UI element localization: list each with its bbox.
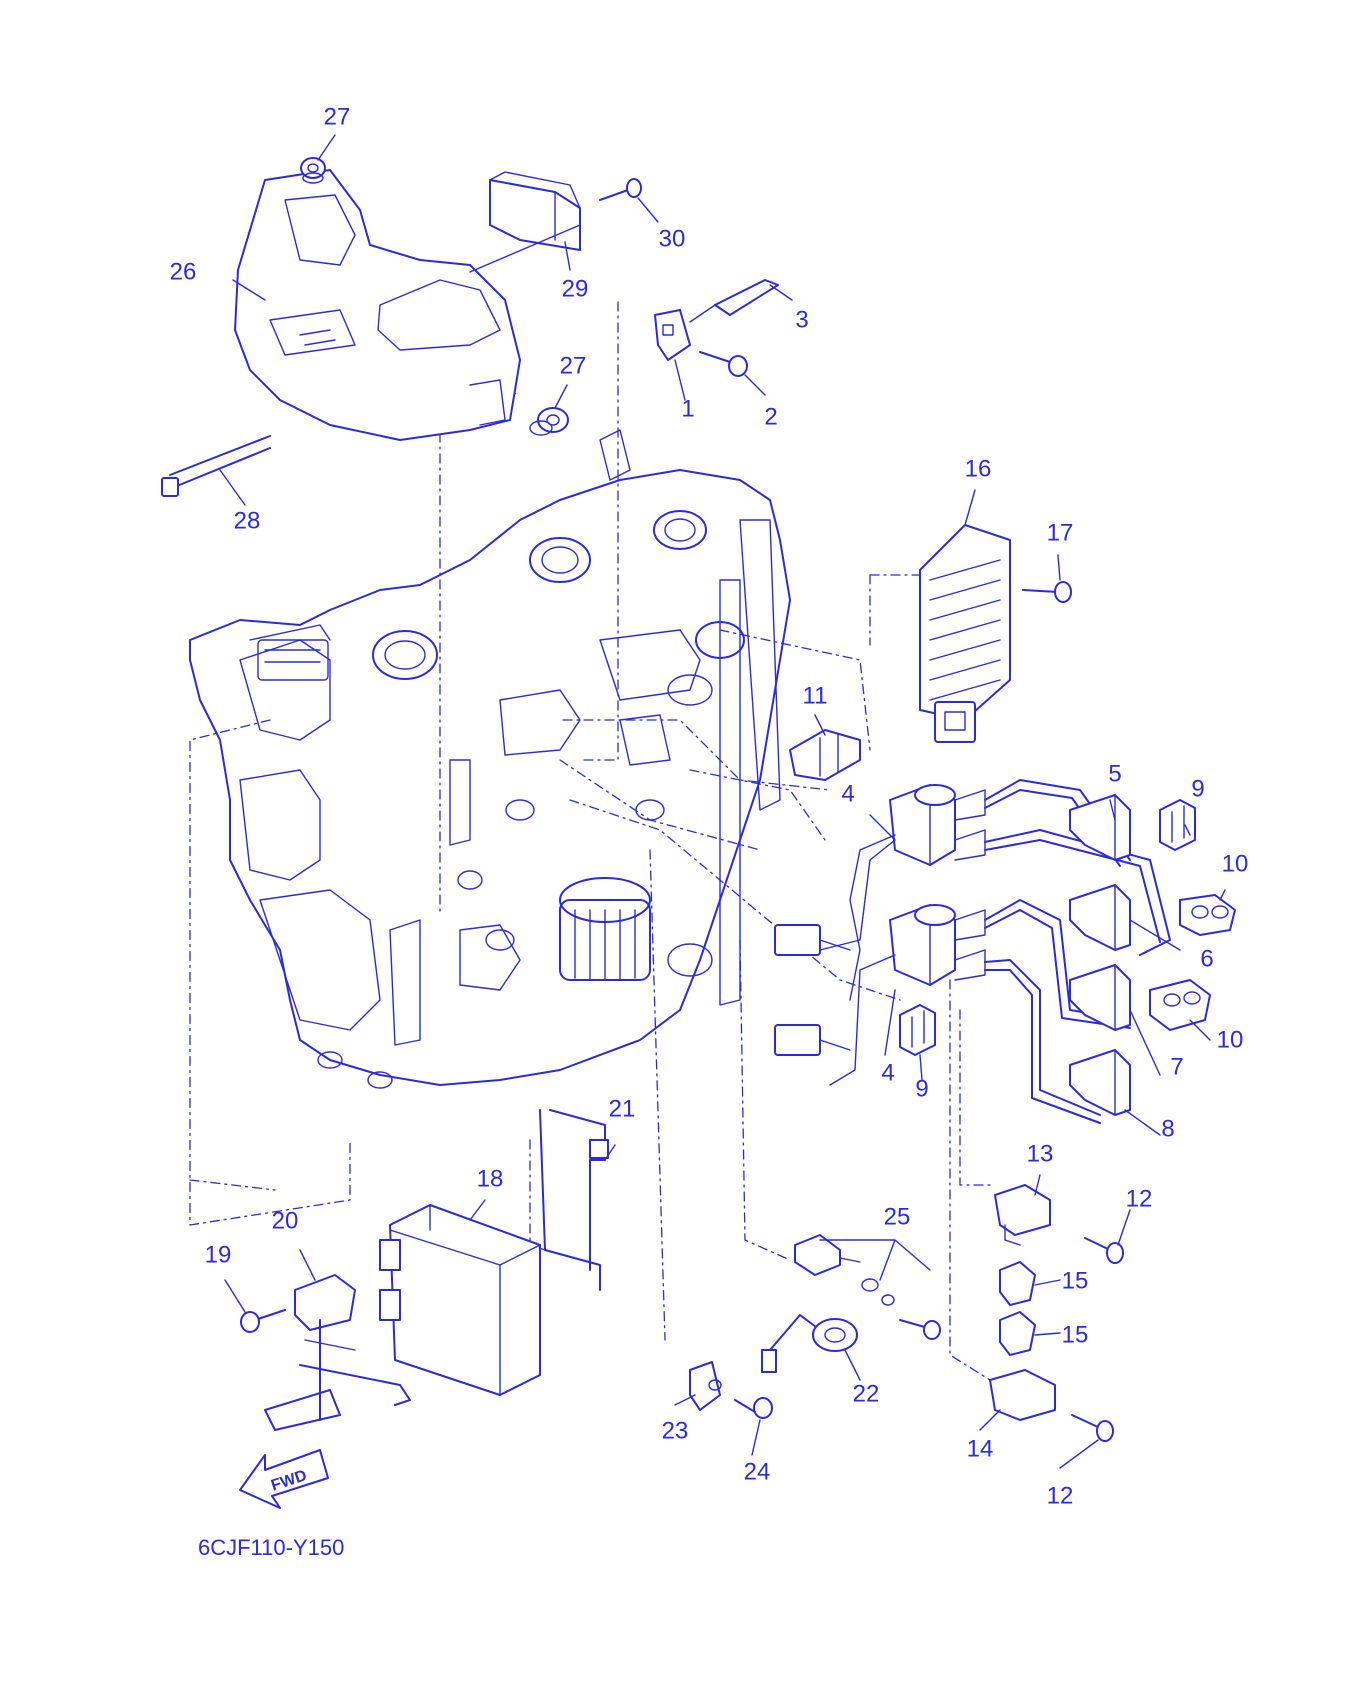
plug-cap-part-7 — [1069, 964, 1131, 1031]
bolt-part-17 — [1022, 581, 1072, 603]
bolt-part-30 — [599, 178, 642, 201]
wire-connector-lower — [774, 1024, 851, 1056]
diagram-code: 6CJF110-Y150 — [198, 1535, 344, 1560]
cover-part-26 — [234, 169, 521, 441]
ignition-coil-part-4-lower — [889, 904, 986, 986]
holder-part-9-center — [899, 1004, 936, 1056]
tie-band-part-28 — [161, 435, 271, 497]
plug-cap-part-8 — [1069, 1049, 1131, 1116]
label-part-12: 12 — [1126, 1185, 1153, 1212]
label-part-14: 14 — [967, 1435, 994, 1462]
bracket-part-21 — [529, 1109, 609, 1291]
clip-part-15-upper — [999, 1261, 1036, 1306]
label-part-4-lower: 4 — [881, 1059, 894, 1086]
label-part-4: 4 — [841, 780, 854, 807]
bolt-part-24 — [734, 1397, 773, 1419]
label-part-24: 24 — [744, 1458, 771, 1485]
grommet-part-27-lower — [529, 407, 569, 436]
bracket-part-20 — [264, 1274, 411, 1431]
label-part-15-lower: 15 — [1062, 1321, 1089, 1348]
wire-connector-upper — [774, 924, 851, 956]
label-part-21: 21 — [609, 1095, 636, 1122]
label-part-1: 1 — [681, 395, 694, 422]
label-part-13: 13 — [1027, 1140, 1054, 1167]
grommet-part-27-top — [300, 157, 326, 184]
ecu-part-18 — [379, 1204, 541, 1396]
label-part-7: 7 — [1170, 1053, 1183, 1080]
bolt-part-19 — [240, 1309, 286, 1333]
bolt-part-12-upper — [1084, 1237, 1124, 1264]
label-part-23: 23 — [662, 1417, 689, 1444]
label-part-15: 15 — [1062, 1267, 1089, 1294]
bolt-part-2 — [699, 351, 748, 377]
holder-part-11 — [789, 729, 861, 781]
callout-leaders — [219, 134, 1226, 1469]
part-number-labels: 27 26 29 30 3 1 2 27 28 16 17 11 5 9 4 1… — [170, 103, 1249, 1509]
label-part-28: 28 — [234, 507, 261, 534]
label-part-26: 26 — [170, 258, 197, 285]
label-part-12-lower: 12 — [1047, 1482, 1074, 1509]
label-part-25: 25 — [884, 1203, 911, 1230]
assembly-leader-lines — [189, 301, 991, 1381]
bracket-part-13 — [994, 1184, 1051, 1246]
label-part-16: 16 — [965, 455, 992, 482]
rectifier-regulator-part-16 — [919, 524, 1011, 743]
grommet-part-22 — [761, 1314, 858, 1373]
label-part-11: 11 — [803, 682, 828, 709]
clip-part-3 — [689, 279, 779, 323]
sensor-part-25 — [794, 1234, 941, 1340]
plug-cap-part-6 — [1069, 884, 1131, 951]
label-part-27: 27 — [324, 103, 351, 130]
bracket-part-23 — [689, 1361, 722, 1411]
label-part-9: 9 — [1191, 775, 1204, 802]
label-part-9-center: 9 — [915, 1075, 928, 1102]
label-part-17: 17 — [1047, 519, 1074, 546]
label-part-10: 10 — [1222, 850, 1249, 877]
label-part-19: 19 — [205, 1241, 232, 1268]
ignition-coil-part-29 — [469, 171, 581, 273]
label-part-22: 22 — [853, 1380, 880, 1407]
clip-part-15-lower — [999, 1311, 1036, 1356]
label-part-18: 18 — [477, 1165, 504, 1192]
label-part-20: 20 — [272, 1207, 299, 1234]
engine-block — [189, 429, 791, 1089]
label-part-30: 30 — [659, 225, 686, 252]
ignition-coil-part-4-upper — [889, 784, 986, 866]
bolt-part-12-lower — [1071, 1414, 1114, 1442]
label-part-5: 5 — [1108, 760, 1121, 787]
bracket-part-1 — [654, 309, 691, 361]
label-part-29: 29 — [562, 275, 589, 302]
label-part-10-lower: 10 — [1217, 1026, 1244, 1053]
holder-part-9-right — [1159, 799, 1196, 851]
bracket-part-14 — [989, 1369, 1056, 1421]
fwd-arrow-icon: FWD — [239, 1449, 329, 1509]
clamp-part-10-lower — [1149, 979, 1211, 1031]
label-part-27-lower: 27 — [560, 352, 587, 379]
clamp-part-10-upper — [1179, 894, 1236, 936]
label-part-2: 2 — [764, 403, 777, 430]
plug-cap-part-5 — [1069, 794, 1131, 861]
label-part-6: 6 — [1200, 945, 1213, 972]
label-part-3: 3 — [795, 306, 808, 333]
label-part-8: 8 — [1161, 1115, 1174, 1142]
